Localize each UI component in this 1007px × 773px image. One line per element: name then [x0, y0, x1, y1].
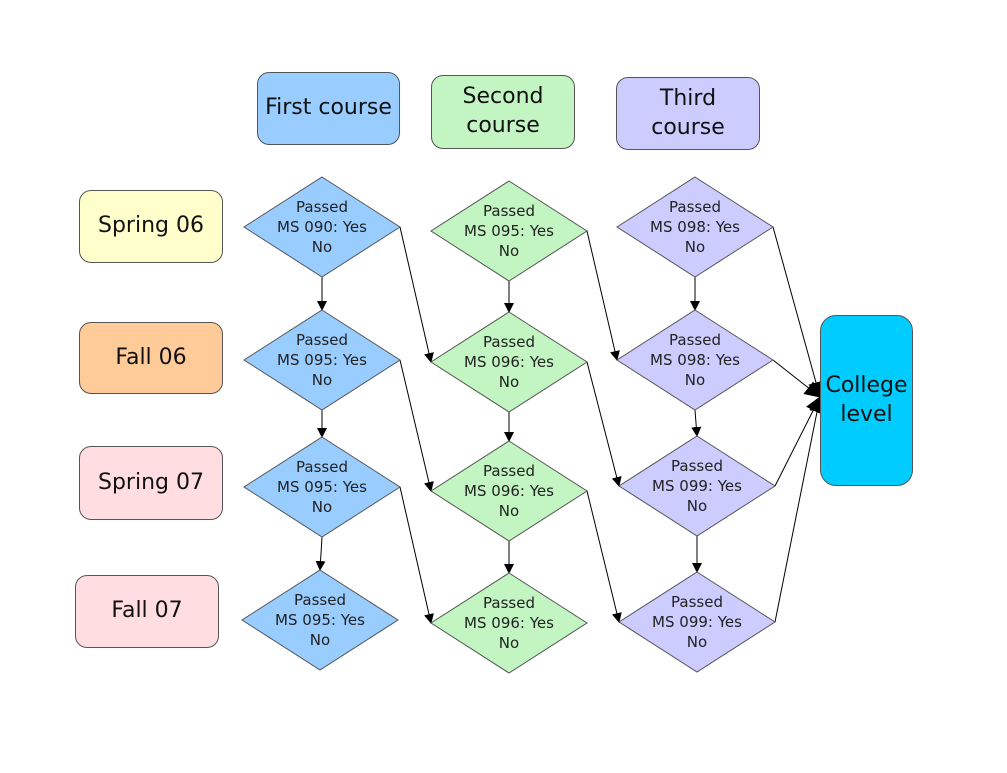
third-decision-label-2: Passed MS 098: Yes No: [650, 331, 740, 389]
first-to-second-arrow-3: [399, 486, 434, 624]
term-fall-06: Fall 06: [79, 322, 223, 394]
third-to-college-arrow-4: [774, 396, 825, 623]
third-down-arrow-2: [691, 409, 702, 437]
third-decision-diamond-1: [616, 176, 774, 278]
term-fall-07: Fall 07: [75, 575, 219, 648]
first-decision-diamond-1: [243, 176, 401, 278]
first-decision-diamond-4: [241, 569, 399, 671]
third-to-college-arrow-3: [774, 396, 821, 487]
first-down-arrow-3: [315, 536, 326, 571]
third-decision-diamond-3: [618, 435, 776, 537]
first-course-header: First course: [257, 72, 400, 145]
second-decision-diamond-3: [430, 440, 588, 542]
second-to-third-arrow-2: [586, 361, 622, 487]
second-decision-label-3: Passed MS 096: Yes No: [464, 462, 554, 520]
second-decision-label-4: Passed MS 096: Yes No: [464, 594, 554, 652]
third-decision-label-4: Passed MS 099: Yes No: [652, 593, 742, 651]
second-decision-diamond-1: [430, 180, 588, 282]
third-decision-diamond-4: [618, 571, 776, 673]
first-decision-label-2: Passed MS 095: Yes No: [277, 331, 367, 389]
third-course-header: Third course: [616, 77, 760, 150]
third-decision-label-3: Passed MS 099: Yes No: [652, 457, 742, 515]
second-decision-diamond-4: [430, 572, 588, 674]
third-decision-label-1: Passed MS 098: Yes No: [650, 198, 740, 256]
third-decision-diamond-2: [616, 309, 774, 411]
second-course-header: Second course: [431, 75, 575, 149]
third-to-college-arrow-1: [772, 226, 824, 398]
third-to-college-arrow-2: [772, 359, 821, 398]
first-decision-label-1: Passed MS 090: Yes No: [277, 198, 367, 256]
second-to-third-arrow-1: [586, 230, 620, 361]
first-decision-diamond-2: [243, 309, 401, 411]
second-to-third-arrow-3: [586, 490, 622, 623]
second-decision-label-2: Passed MS 096: Yes No: [464, 333, 554, 391]
first-decision-label-4: Passed MS 095: Yes No: [275, 591, 365, 649]
second-decision-diamond-2: [430, 311, 588, 413]
term-spring-07: Spring 07: [79, 446, 223, 520]
first-to-second-arrow-1: [399, 226, 434, 363]
first-to-second-arrow-2: [399, 359, 434, 492]
first-decision-diamond-3: [243, 436, 401, 538]
college-level-box: College level: [820, 315, 913, 486]
term-spring-06: Spring 06: [79, 190, 223, 263]
first-decision-label-3: Passed MS 095: Yes No: [277, 458, 367, 516]
second-decision-label-1: Passed MS 095: Yes No: [464, 202, 554, 260]
